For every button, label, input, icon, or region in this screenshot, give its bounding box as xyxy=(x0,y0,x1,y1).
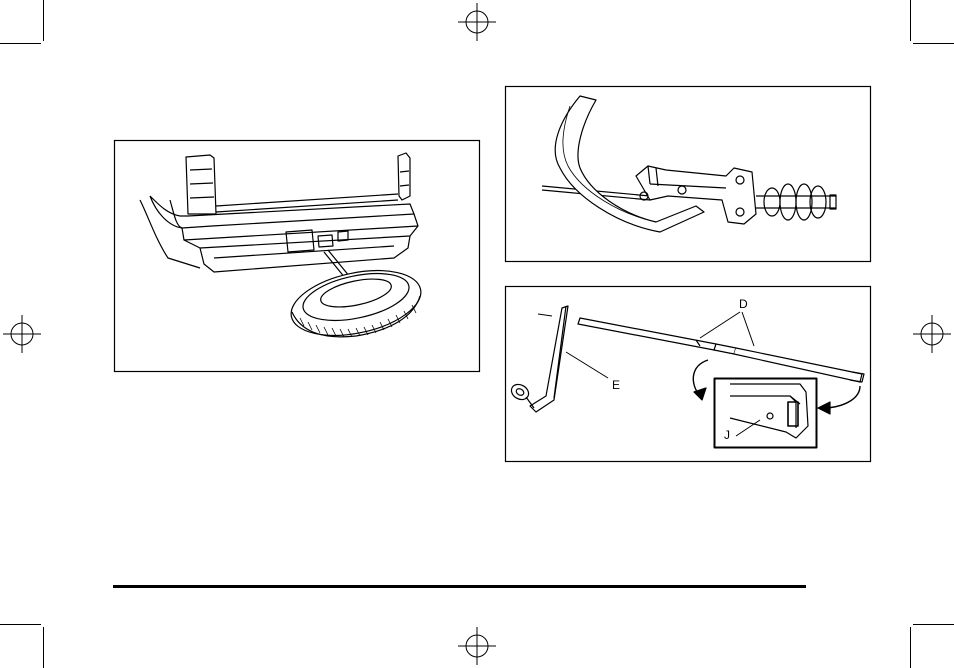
label-e: E xyxy=(612,378,620,392)
label-j: J xyxy=(724,428,730,442)
footer-rule xyxy=(113,585,806,588)
label-d: D xyxy=(739,297,748,311)
